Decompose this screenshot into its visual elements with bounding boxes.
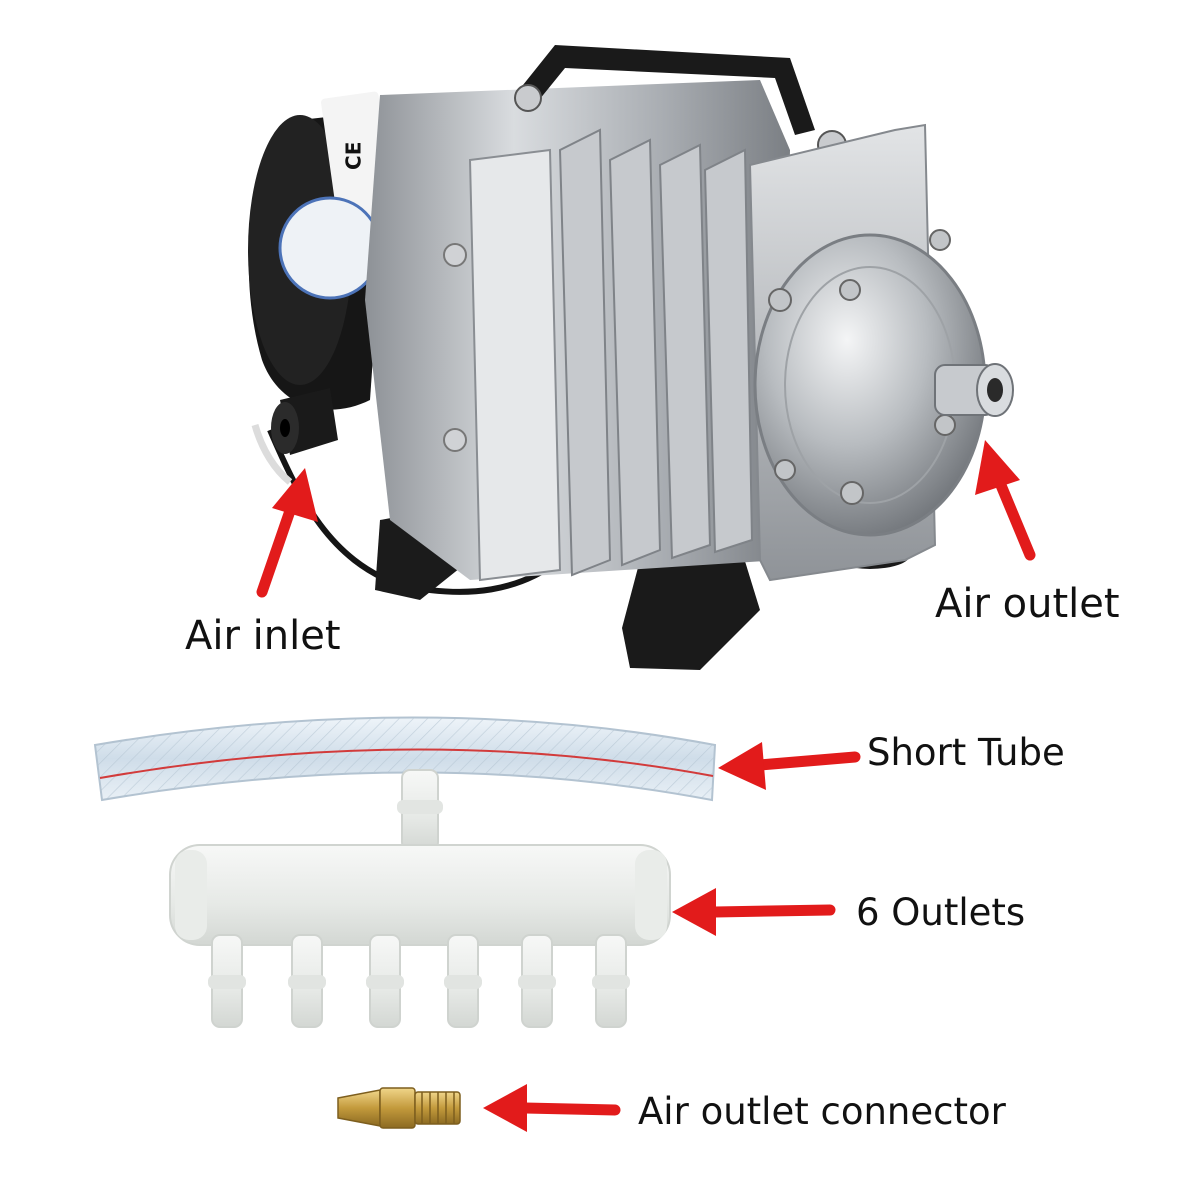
label-air-inlet: Air inlet bbox=[185, 613, 341, 659]
pump-foot-right bbox=[622, 545, 760, 670]
label-short-tube: Short Tube bbox=[867, 731, 1065, 774]
label-six-outlets: 6 Outlets bbox=[856, 891, 1026, 934]
label-air-outlet-connector: Air outlet connector bbox=[638, 1090, 1006, 1133]
cooling-fins bbox=[558, 128, 754, 577]
red-arrow-icon bbox=[483, 1084, 621, 1132]
air-pump: CE bbox=[248, 45, 1014, 670]
six-outlet-manifold bbox=[169, 769, 671, 1028]
red-arrow-icon bbox=[256, 468, 318, 598]
red-arrow-icon bbox=[672, 888, 836, 936]
motor-label-disc bbox=[280, 198, 380, 298]
air-outlet-nozzle bbox=[934, 363, 1014, 417]
ce-mark: CE bbox=[342, 142, 366, 170]
red-arrow-icon bbox=[718, 742, 861, 790]
pump-handle bbox=[515, 45, 815, 135]
brass-connector bbox=[337, 1087, 461, 1129]
red-arrow-icon bbox=[975, 440, 1036, 561]
short-tube bbox=[93, 716, 717, 802]
label-air-outlet: Air outlet bbox=[935, 581, 1120, 627]
air-inlet-nipple bbox=[271, 388, 338, 455]
